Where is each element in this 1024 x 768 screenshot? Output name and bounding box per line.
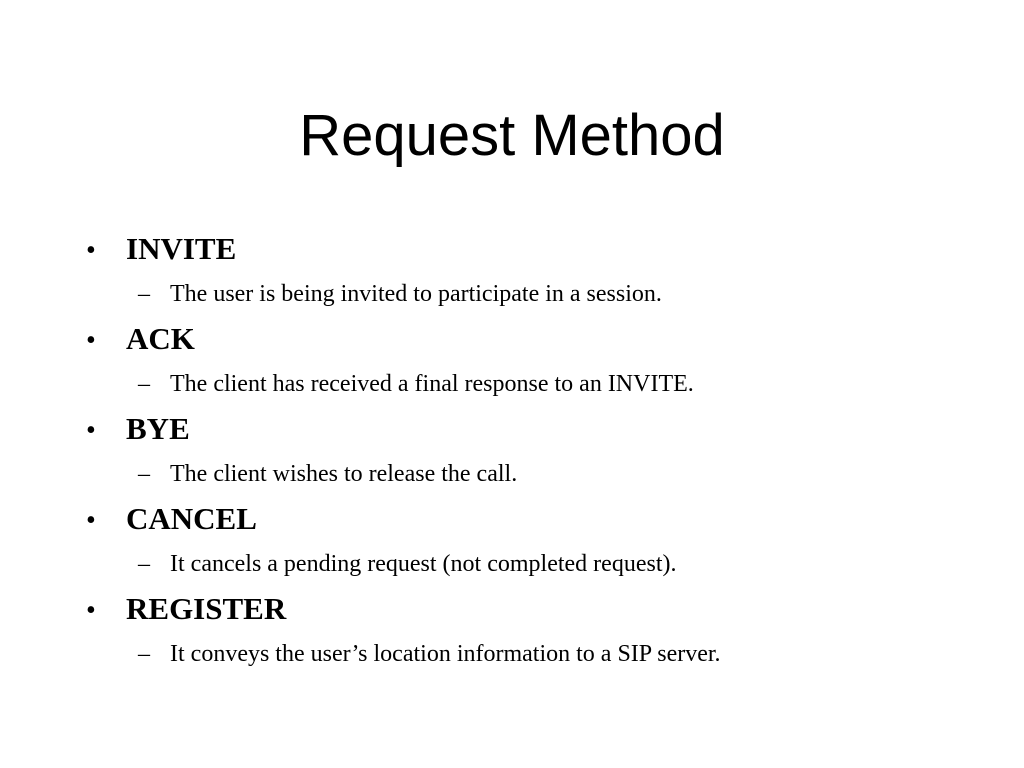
bullet-list: • INVITE – The user is being invited to …: [86, 226, 966, 676]
sub-bullet-row: – The client wishes to release the call.: [86, 452, 966, 496]
sub-bullet-row: – It cancels a pending request (not comp…: [86, 542, 966, 586]
method-description: It cancels a pending request (not comple…: [170, 551, 677, 577]
method-term: REGISTER: [126, 591, 287, 626]
sub-bullet-row: – The client has received a final respon…: [86, 362, 966, 406]
sub-bullet-row: – It conveys the user’s location informa…: [86, 632, 966, 676]
bullet-mark: •: [86, 325, 96, 356]
bullet-mark: •: [86, 235, 96, 266]
method-term: INVITE: [126, 231, 237, 266]
bullet-row: • CANCEL: [86, 496, 966, 542]
method-description: The client has received a final response…: [170, 371, 694, 397]
bullet-item-cancel: • CANCEL – It cancels a pending request …: [86, 496, 966, 586]
method-term: BYE: [126, 411, 190, 446]
bullet-row: • BYE: [86, 406, 966, 452]
sub-bullet-mark: –: [138, 281, 150, 307]
method-description: The user is being invited to participate…: [170, 281, 662, 307]
sub-bullet-mark: –: [138, 371, 150, 397]
sub-bullet-mark: –: [138, 461, 150, 487]
method-term: CANCEL: [126, 501, 257, 536]
bullet-row: • INVITE: [86, 226, 966, 272]
bullet-item-invite: • INVITE – The user is being invited to …: [86, 226, 966, 316]
bullet-item-ack: • ACK – The client has received a final …: [86, 316, 966, 406]
bullet-row: • ACK: [86, 316, 966, 362]
bullet-mark: •: [86, 415, 96, 446]
bullet-mark: •: [86, 505, 96, 536]
bullet-item-register: • REGISTER – It conveys the user’s locat…: [86, 586, 966, 676]
bullet-item-bye: • BYE – The client wishes to release the…: [86, 406, 966, 496]
method-description: It conveys the user’s location informati…: [170, 641, 721, 667]
bullet-row: • REGISTER: [86, 586, 966, 632]
method-description: The client wishes to release the call.: [170, 461, 518, 487]
method-term: ACK: [126, 321, 195, 356]
sub-bullet-mark: –: [138, 641, 150, 667]
bullet-mark: •: [86, 595, 96, 626]
sub-bullet-mark: –: [138, 551, 150, 577]
slide-title: Request Method: [299, 103, 725, 168]
sub-bullet-row: – The user is being invited to participa…: [86, 272, 966, 316]
